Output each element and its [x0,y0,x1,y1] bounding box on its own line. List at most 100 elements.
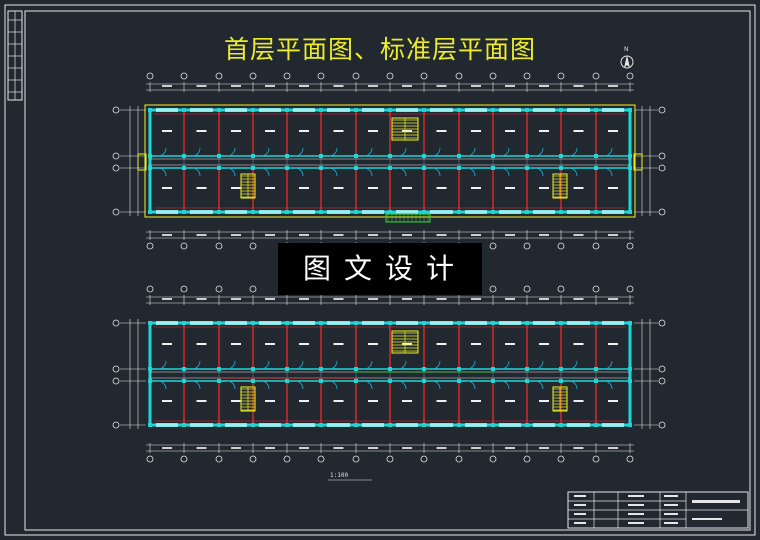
column [594,108,598,112]
column [251,423,255,427]
room-label [231,400,241,402]
column [182,321,186,325]
door-swing [500,380,510,390]
axis-bubble [489,455,497,463]
room-label [573,130,584,132]
door-swing [466,360,476,370]
column [628,321,632,325]
column [422,321,426,325]
room-label [265,130,275,132]
door-swing [260,147,270,157]
axis-bubble [455,72,463,80]
dimension-text [505,447,515,449]
axis-bubble [352,455,360,463]
dimension-text [231,234,241,236]
column [217,379,221,383]
column [559,321,563,325]
room-label [368,343,378,345]
room-label [265,187,275,189]
axis-bubble [249,72,257,80]
door-swing [466,167,476,177]
title-block-text [628,513,644,515]
column [525,423,529,427]
column [148,154,152,158]
dimension-text [573,85,584,87]
axis-bubble [146,72,154,80]
room-label [162,343,172,345]
door-swing [226,147,236,157]
room-label [436,187,447,189]
room-label [162,187,172,189]
axis-bubble [180,285,188,293]
column [182,210,186,214]
column [285,166,289,170]
door-swing [260,167,270,177]
building-outline [144,104,636,218]
column [457,367,461,371]
column [388,367,392,371]
column [182,154,186,158]
door-swing [157,360,167,370]
room-label [333,400,344,402]
dimension-text [162,234,172,236]
entrance-left [137,153,147,171]
column [217,210,221,214]
column [457,166,461,170]
column [491,379,495,383]
axis-bubble [420,455,428,463]
room-label [162,400,172,402]
room-label [505,400,515,402]
column [217,423,221,427]
axis-bubble-right [658,106,666,114]
column [525,367,529,371]
room-label [471,187,481,189]
door-swing [568,360,578,370]
axis-bubble [317,455,325,463]
door-swing [260,380,270,390]
column [354,423,358,427]
axis-bubble [215,72,223,80]
title-block-text [628,504,644,506]
column [525,210,529,214]
column [251,166,255,170]
door-swing [603,380,613,390]
dimension-text [333,298,344,300]
column [182,367,186,371]
axis-bubble [489,242,497,250]
column [354,210,358,214]
room-label [299,400,309,402]
room-label [368,400,378,402]
door-swing [397,380,407,390]
door-swing [191,360,201,370]
dimension-text [231,85,241,87]
axis-bubble [386,72,394,80]
entrance-right [633,153,643,171]
column [628,154,632,158]
axis-bubble [249,242,257,250]
dimension-text [471,234,481,236]
dimension-text [608,298,618,300]
axis-bubble [180,72,188,80]
dimension-text [299,234,309,236]
door-swing [603,360,613,370]
dimension-text [368,447,378,449]
title-block-text [574,495,586,497]
room-label [299,343,309,345]
dimension-text [162,298,172,300]
axis-bubble [317,72,325,80]
column [491,423,495,427]
column [525,108,529,112]
door-swing [431,380,441,390]
column [422,154,426,158]
column [422,379,426,383]
room-label [368,187,378,189]
room-label [471,130,481,132]
column [285,321,289,325]
axis-bubble [146,285,154,293]
door-swing [534,360,544,370]
axis-bubble [592,455,600,463]
column [559,379,563,383]
dimension-text [471,447,481,449]
door-swing [191,147,201,157]
axis-bubble [489,72,497,80]
